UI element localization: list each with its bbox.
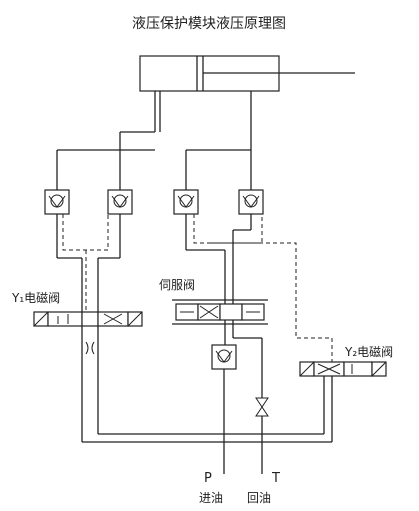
bottom-lines — [81, 326, 333, 474]
y2-valve-label: Y₂电磁阀 — [344, 344, 393, 359]
check-valve-4 — [238, 189, 264, 215]
pilot-lines — [62, 214, 333, 362]
port-p: P — [204, 471, 212, 486]
inlet-label: 进油 — [199, 491, 223, 505]
diagram-title: 液压保护模块液压原理图 — [132, 16, 286, 32]
check-valve-1 — [44, 189, 70, 215]
cylinder-lines — [56, 91, 252, 190]
servo-valve: 伺服阀 — [159, 278, 268, 325]
port-t: T — [271, 471, 280, 486]
ports: P T 进油 回油 — [199, 471, 280, 505]
check-valve-5 — [211, 344, 237, 370]
y1-valve-label: Y₁电磁阀 — [11, 290, 60, 305]
y1-solenoid-valve: Y₁电磁阀 — [11, 290, 143, 327]
orifice-left — [85, 341, 89, 355]
shutoff-valve — [255, 397, 269, 417]
main-lines — [56, 214, 252, 312]
hydraulic-cylinder — [139, 55, 355, 92]
check-valve-3 — [173, 189, 199, 215]
servo-lines — [224, 320, 263, 398]
y2-solenoid-valve: Y₂电磁阀 — [299, 344, 393, 377]
return-label: 回油 — [247, 491, 271, 505]
check-valve-2 — [107, 189, 133, 215]
servo-valve-label: 伺服阀 — [159, 278, 195, 292]
